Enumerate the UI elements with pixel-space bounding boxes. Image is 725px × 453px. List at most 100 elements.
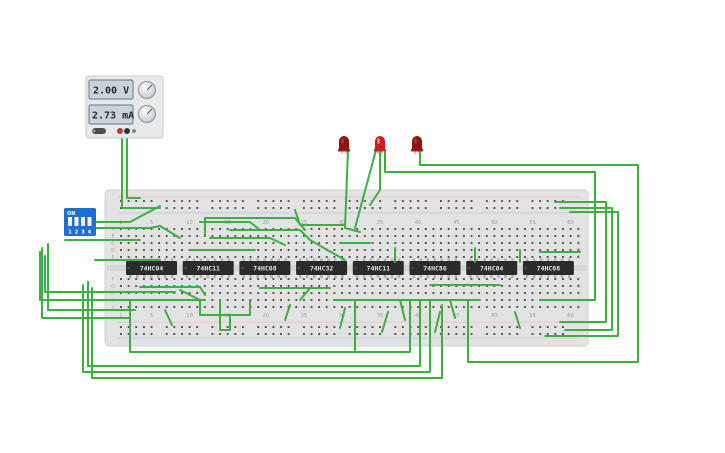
wire — [121, 134, 161, 209]
led-icon[interactable] — [374, 136, 386, 154]
chip-label: 74HC86 — [423, 265, 447, 273]
wire — [164, 309, 173, 326]
positive-terminal[interactable] — [117, 128, 123, 134]
wire — [294, 209, 346, 226]
row-letter: F — [578, 277, 581, 283]
column-number: 45 — [453, 313, 459, 319]
power-switch[interactable] — [92, 128, 106, 134]
led-icon[interactable] — [411, 136, 423, 154]
wire — [82, 284, 431, 373]
ic-chip[interactable]: 74HC32 — [296, 258, 348, 279]
row-letter: E — [578, 255, 581, 261]
wire — [354, 149, 377, 229]
ic-chip[interactable]: 74HC86 — [409, 258, 461, 279]
chip-label: 74HC04 — [480, 265, 504, 273]
row-letter: G — [577, 284, 581, 290]
column-number: 35 — [377, 313, 383, 319]
column-number: 1 — [119, 313, 122, 319]
wire — [44, 255, 176, 293]
wire — [449, 299, 456, 319]
row-letter: H — [577, 291, 580, 297]
ic-chip[interactable]: 74HC08 — [239, 258, 291, 279]
wire — [199, 221, 261, 231]
wire — [399, 299, 406, 321]
column-number: 20 — [263, 313, 269, 319]
voltage-knob-icon[interactable] — [138, 81, 156, 99]
dip-switch-number: 3 — [81, 230, 85, 236]
wire — [39, 251, 206, 301]
chip-label: 74HC11 — [367, 265, 391, 273]
chip-label: 74HC08 — [537, 265, 561, 273]
current-readout: 2.73 mA — [92, 111, 134, 122]
wire — [229, 229, 311, 241]
wire — [309, 239, 346, 261]
wire — [179, 289, 251, 316]
wire — [284, 304, 291, 321]
chip-label: 74HC11 — [196, 265, 220, 273]
column-number: 5 — [150, 313, 153, 319]
dip-switch-number: 4 — [88, 230, 92, 236]
row-letter: F — [112, 277, 115, 283]
column-number: 5 — [150, 220, 153, 226]
column-number: 40 — [415, 220, 421, 226]
dip-lever-knob — [81, 218, 85, 222]
chip-label: 74HC08 — [253, 265, 277, 273]
wire — [47, 243, 136, 311]
column-number: 60 — [567, 220, 573, 226]
ic-chip[interactable]: 74HC04 — [466, 258, 518, 279]
column-number: 25 — [301, 313, 307, 319]
current-knob-icon[interactable] — [138, 105, 156, 123]
ic-chip[interactable]: 74HC11 — [182, 258, 234, 279]
negative-terminal[interactable] — [124, 128, 130, 134]
ic-chip[interactable]: 74HC11 — [352, 258, 404, 279]
wire — [344, 149, 349, 229]
column-number: 40 — [415, 313, 421, 319]
column-number: 30 — [339, 220, 345, 226]
wires[interactable] — [39, 134, 639, 379]
column-number: 55 — [529, 313, 535, 319]
column-number: 50 — [491, 220, 497, 226]
wire — [381, 311, 389, 333]
wire — [419, 151, 639, 363]
wire — [92, 225, 161, 229]
column-number: 60 — [567, 313, 573, 319]
ground-terminal[interactable] — [132, 129, 136, 133]
wire — [384, 151, 596, 301]
wire — [559, 207, 613, 331]
row-letter: E — [112, 255, 115, 261]
voltage-readout: 2.00 V — [93, 86, 129, 97]
wire — [369, 149, 381, 206]
row-letter: B — [577, 234, 580, 240]
dip-lever-knob — [88, 218, 91, 222]
column-number: 25 — [301, 220, 307, 226]
row-letter: B — [111, 234, 114, 240]
breadboard-holes — [120, 200, 580, 335]
chip-label: 74HC04 — [140, 265, 164, 273]
wire — [92, 205, 161, 223]
leds[interactable] — [338, 136, 423, 154]
column-number: 55 — [529, 220, 535, 226]
row-letter: D — [577, 248, 581, 254]
dip-lever-knob — [75, 218, 78, 222]
dip-switch-number: 2 — [75, 230, 79, 236]
row-letter: A — [577, 227, 581, 233]
ic-chip[interactable]: 74HC08 — [522, 258, 574, 279]
wire — [554, 201, 607, 323]
column-number: 35 — [377, 220, 383, 226]
wire — [129, 299, 411, 353]
wire — [344, 227, 361, 233]
wire — [159, 225, 181, 239]
column-number: 10 — [186, 313, 192, 319]
row-letter: C — [111, 241, 114, 247]
dip-switch-number: 1 — [68, 230, 72, 236]
chip-label: 74HC32 — [310, 265, 334, 273]
led-icon[interactable] — [338, 136, 350, 154]
power-supply[interactable]: 2.00 V 2.73 mA — [85, 75, 164, 139]
row-letter: C — [577, 241, 580, 247]
wire — [339, 307, 346, 329]
power-rail-lines — [118, 196, 580, 339]
dip-lever-knob — [68, 218, 72, 222]
